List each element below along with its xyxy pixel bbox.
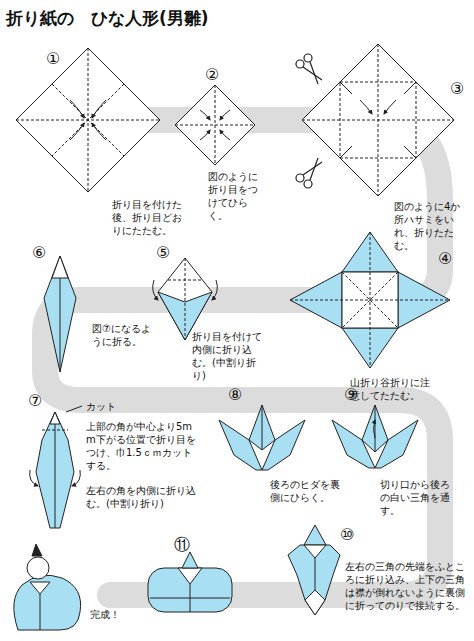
step11-figure — [148, 552, 232, 612]
step-number: ⑧ — [228, 386, 242, 404]
step-number: ⑩ — [340, 526, 354, 544]
step-instruction: 完成！ — [90, 608, 150, 621]
step-instruction: 上部の角が中心より5mm下がる位置で折り目をつけ、巾1.5ｃｍカットする。 — [86, 420, 200, 472]
step-number: ③ — [450, 80, 464, 98]
step10-figure — [288, 525, 340, 615]
step-number: ⑥ — [32, 244, 46, 262]
step-number: ② — [205, 66, 219, 84]
step-instruction: 左右の三角の先端をふところに折り込み、上下の三角は襟が倒れないように裏側に折って… — [345, 560, 469, 612]
step6-figure — [44, 256, 76, 372]
step-number: ⑤ — [156, 244, 170, 262]
step1-figure — [16, 48, 160, 192]
step-number: ⑨ — [344, 386, 358, 404]
step-instruction: 折り目を付けた後、折り目どおりにたたむ。 — [112, 198, 186, 237]
step3-figure — [302, 44, 454, 196]
finished-figure — [14, 544, 81, 630]
step-instruction: 切り口から後ろの白い三角を通す。 — [380, 478, 458, 517]
step-instruction: 図のように4か所ハサミをいれ、折りたたむ。 — [394, 200, 470, 252]
step7-figure — [30, 406, 82, 528]
step-instruction: 図⑦になるように折る。 — [92, 322, 156, 348]
step-instruction: カット — [86, 400, 146, 413]
step8-figure — [219, 405, 305, 470]
step2-figure — [175, 85, 255, 165]
step-instruction: 山折り谷折りに注意してたたむ。 — [350, 376, 436, 402]
step-instruction: 折り目を付けて内側に折り込む。(中割り折り) — [192, 330, 268, 382]
step5-figure — [153, 258, 218, 340]
step-instruction: 左右の角を内側に折り込む。(中割り折り) — [86, 484, 200, 510]
step4-figure — [290, 232, 450, 368]
step-number: ① — [46, 50, 60, 68]
step-instruction: 後ろのヒダを裏側にひらく。 — [270, 478, 348, 504]
step-number: ⑪ — [174, 536, 190, 554]
scissors-icon — [296, 54, 322, 84]
step-number: ⑦ — [28, 392, 42, 410]
step9-figure — [332, 405, 418, 468]
scissors-icon — [296, 158, 322, 188]
step-instruction: 図のように折り目をつけてひらく。 — [208, 170, 264, 222]
page-title: 折り紙の ひな人形(男雛) — [6, 8, 209, 28]
step-number: ④ — [438, 250, 452, 268]
